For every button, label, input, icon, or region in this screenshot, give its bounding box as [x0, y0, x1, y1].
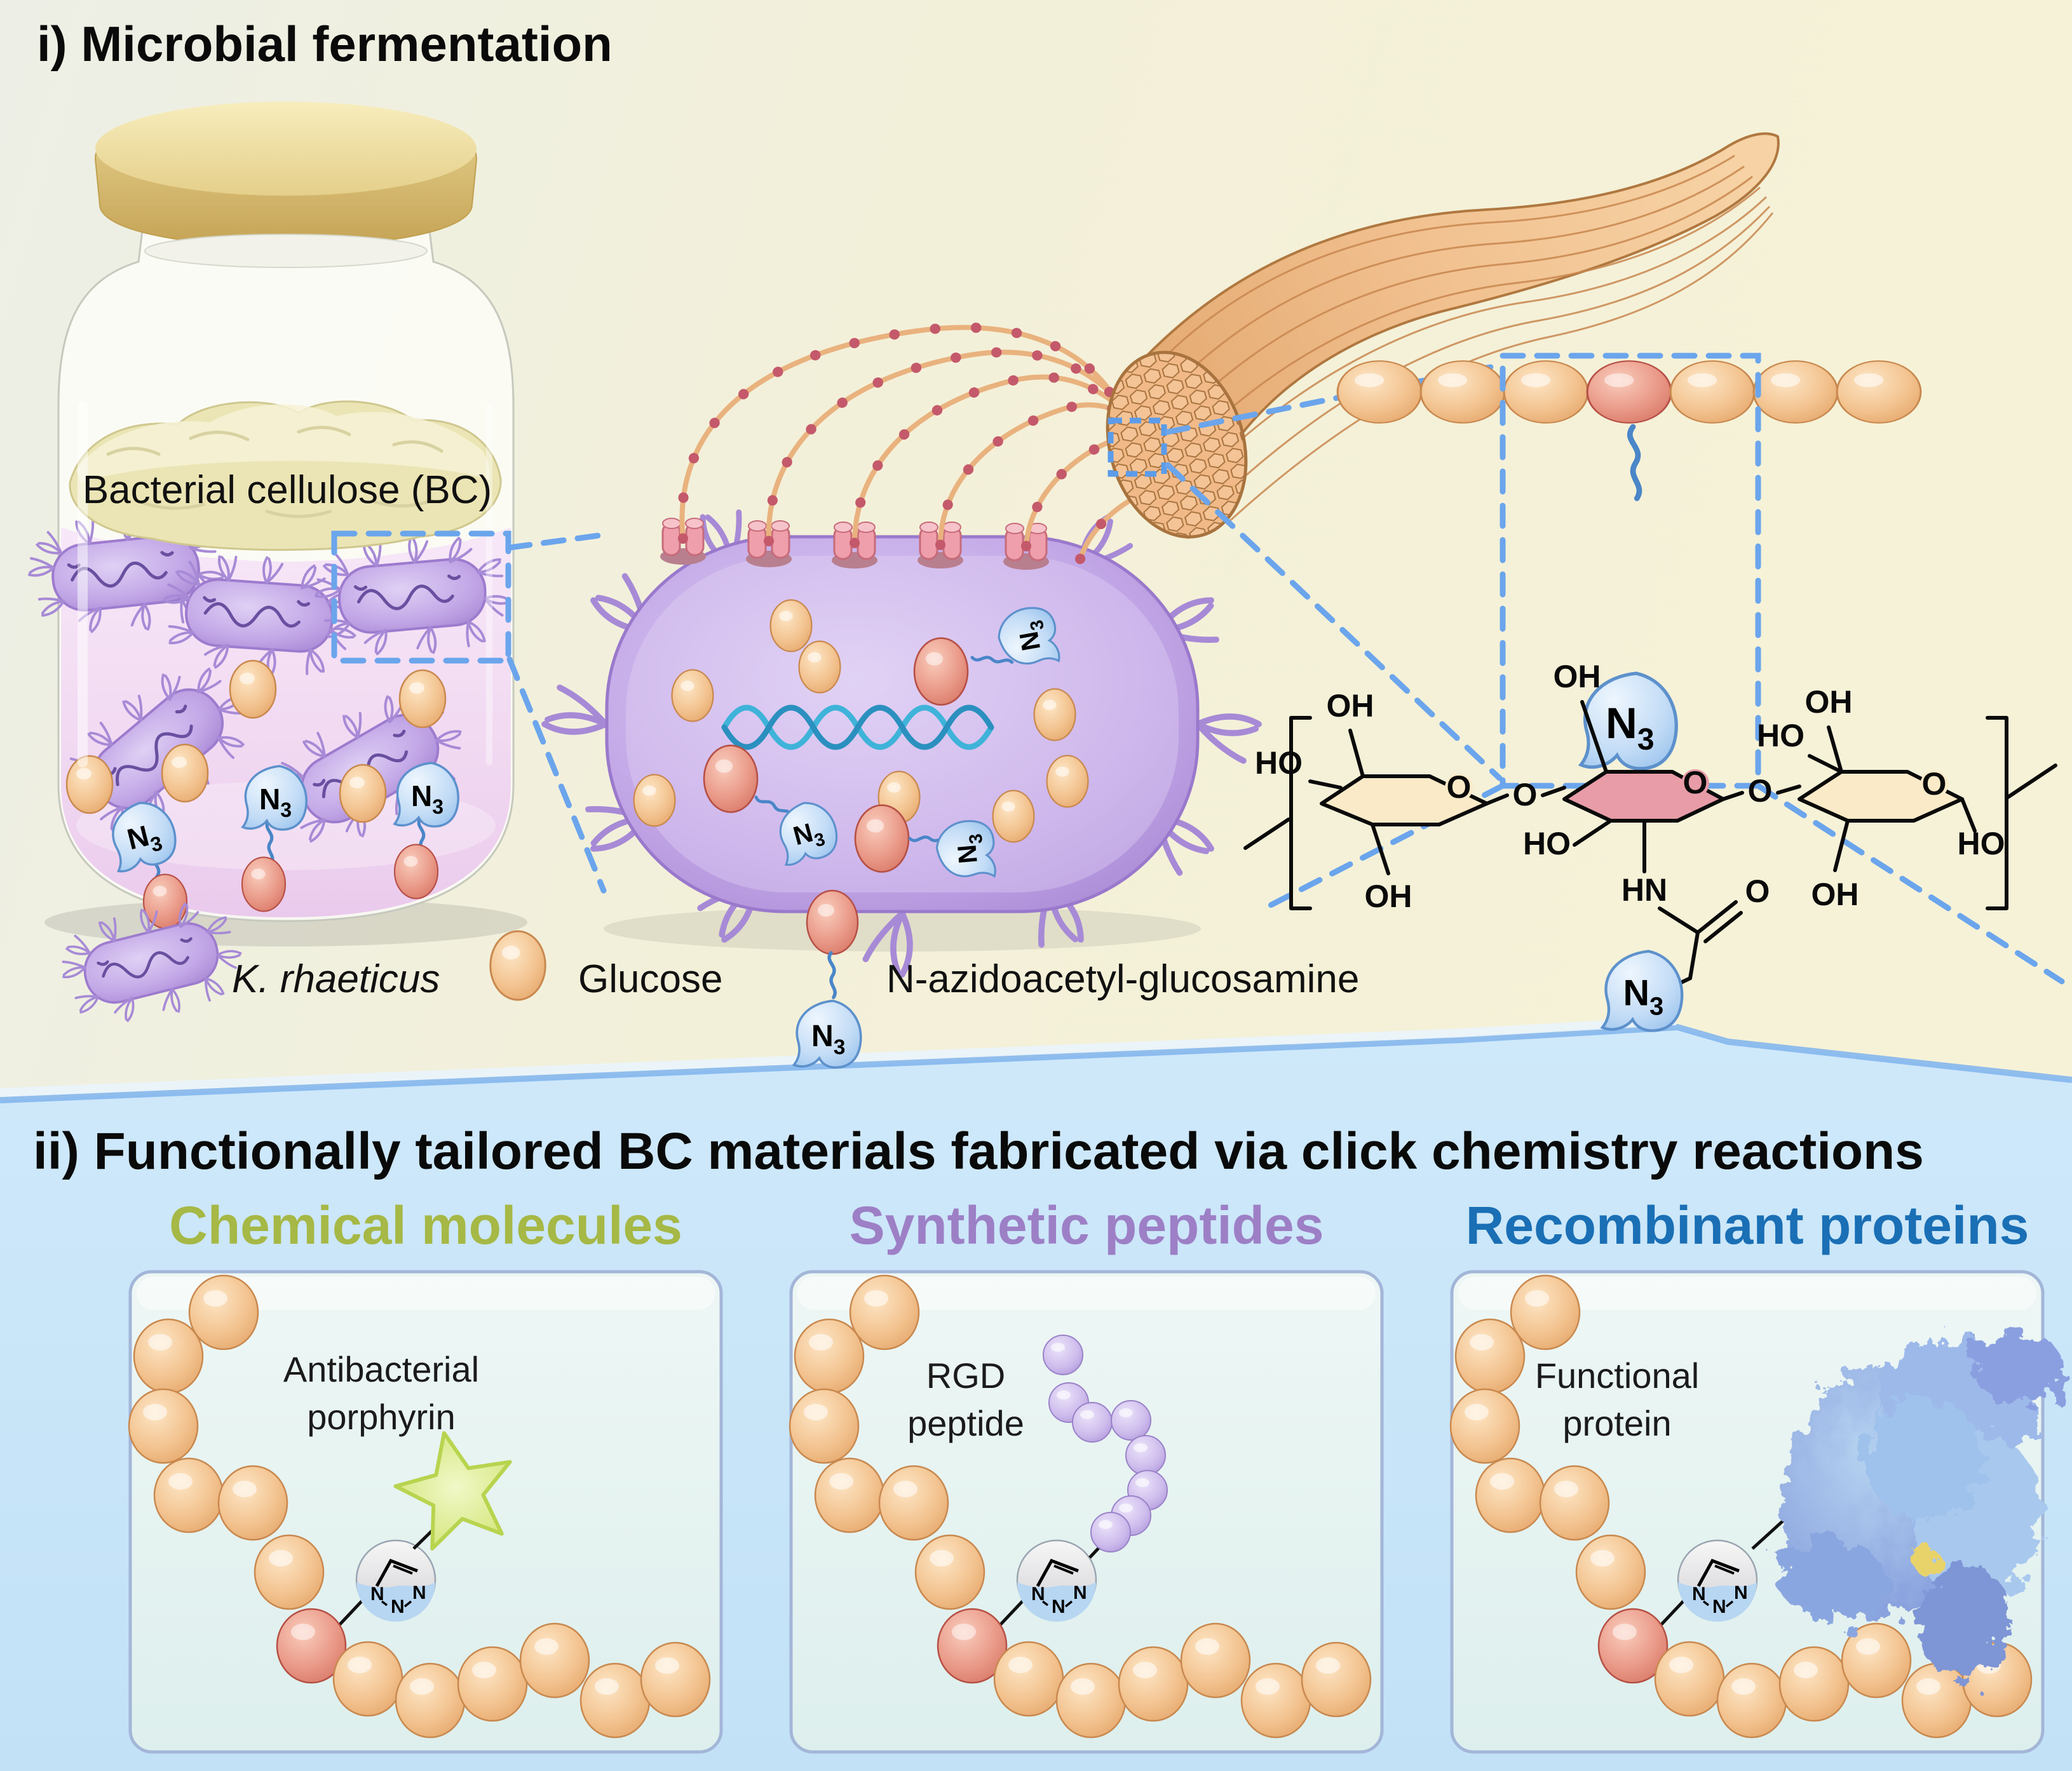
- legend-glucose-label: Glucose: [578, 957, 722, 1001]
- azido-bead-in-chain: [1586, 360, 1672, 424]
- section-i-title: i) Microbial fermentation: [37, 16, 613, 72]
- svg-text:HN: HN: [1622, 872, 1667, 908]
- panel3-label-line1: Functional: [1535, 1356, 1699, 1396]
- panel2-label-line1: RGD: [926, 1356, 1005, 1396]
- svg-text:O: O: [1447, 769, 1472, 805]
- panel2-label-line2: peptide: [907, 1403, 1024, 1443]
- panel-recombinant-proteins: Functional protein: [1451, 1270, 2069, 1754]
- zoom-box-bacterium: [331, 530, 511, 664]
- bundle-cross-section: [1106, 351, 1248, 539]
- svg-text:HO: HO: [1757, 718, 1805, 753]
- svg-text:HO: HO: [1523, 826, 1571, 861]
- svg-text:HO: HO: [1255, 745, 1303, 781]
- svg-text:O: O: [1745, 873, 1770, 909]
- svg-text:OH: OH: [1811, 877, 1859, 912]
- cellulose-fibers: [677, 132, 1780, 781]
- dna-helix-icon: [721, 704, 994, 750]
- legend: K. rhaeticus Glucose N-azidoacetyl-gluco…: [49, 886, 1359, 1069]
- fermentation-jar: Bacterial cellulose (BC): [21, 102, 527, 946]
- zoom-box-fibril: [1107, 417, 1167, 477]
- svg-text:O: O: [1513, 777, 1538, 812]
- svg-text:O: O: [1922, 766, 1947, 802]
- jar-lid: [94, 102, 478, 268]
- cellulose-fiber-bundle: [1106, 132, 1780, 539]
- legend-bacterium-label: K. rhaeticus: [232, 957, 440, 1001]
- svg-text:OH: OH: [1554, 659, 1601, 694]
- panel-header-peptides: Synthetic peptides: [850, 1195, 1324, 1255]
- panel3-label-line2: protein: [1562, 1403, 1671, 1443]
- panel1-label-line2: porphyrin: [307, 1397, 455, 1437]
- panel-chemical-molecules: Antibacterial porphyrin: [129, 1270, 723, 1754]
- svg-text:O: O: [1683, 765, 1708, 800]
- k-rhaeticus-cell: [545, 500, 1259, 974]
- svg-text:O: O: [1748, 773, 1773, 809]
- chemical-structure: O OH HO OH O O OH HO HN O O O: [1243, 659, 2057, 1031]
- svg-text:HO: HO: [1958, 826, 2005, 861]
- legend-glucose-icon: [489, 930, 546, 1001]
- panel1-label-line1: Antibacterial: [283, 1349, 479, 1389]
- svg-text:OH: OH: [1365, 879, 1412, 914]
- bc-pellicle: [69, 400, 502, 551]
- panel-header-chemical: Chemical molecules: [169, 1195, 682, 1255]
- panel-synthetic-peptides: RGD peptide: [790, 1270, 1384, 1754]
- panel-header-proteins: Recombinant proteins: [1466, 1195, 2029, 1255]
- section-ii-title: ii) Functionally tailored BC materials f…: [33, 1122, 1924, 1180]
- jar-label: Bacterial cellulose (BC): [83, 468, 492, 512]
- svg-text:OH: OH: [1327, 688, 1374, 724]
- legend-azido-label: N-azidoacetyl-glucosamine: [886, 957, 1359, 1001]
- svg-text:OH: OH: [1805, 684, 1853, 720]
